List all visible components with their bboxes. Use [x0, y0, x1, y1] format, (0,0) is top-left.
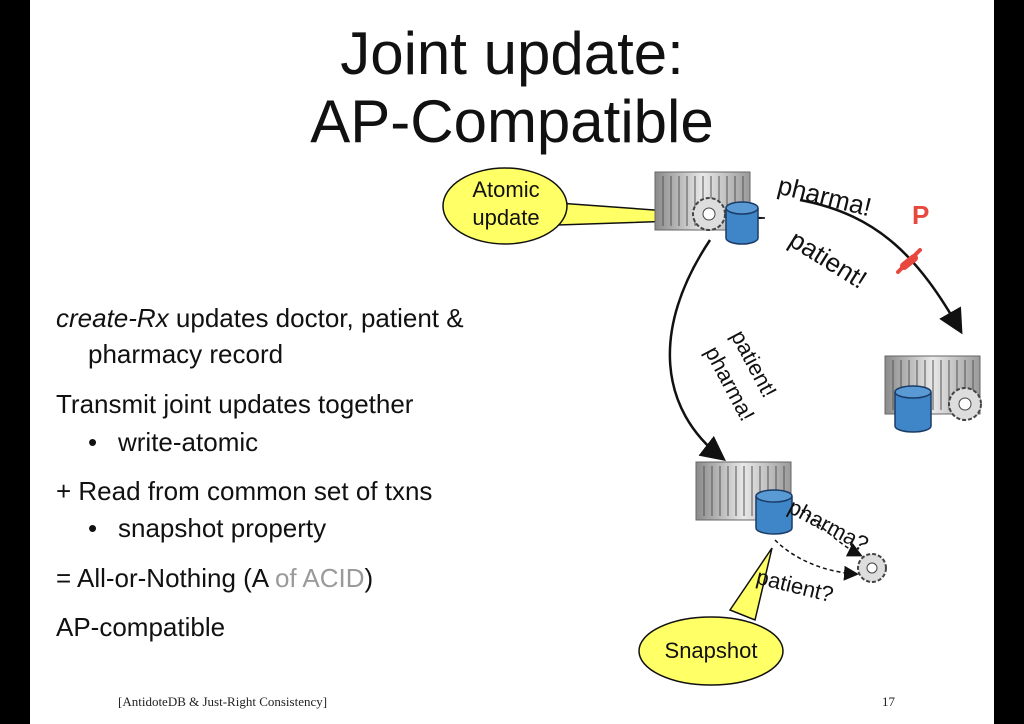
body-line-1: create-Rx updates doctor, patient &: [56, 303, 464, 334]
bullet-write-atomic: write-atomic: [118, 427, 259, 457]
server-top: [654, 171, 751, 231]
bullet-snapshot: snapshot property: [118, 513, 327, 543]
arrow-top-to-bottom: [668, 239, 726, 462]
body-line-5: AP-compatible: [56, 612, 226, 642]
page-number: 17: [882, 694, 895, 709]
body-line-4-pre: = All-or-Nothing (A: [56, 563, 275, 593]
slide-title-line2: AP-Compatible: [310, 88, 714, 155]
database-icon-top: [725, 201, 759, 245]
database-icon-bottom: [755, 489, 793, 535]
partition-label: P: [912, 200, 930, 230]
body-line-1-cont: pharmacy record: [88, 339, 284, 369]
arrow-top-to-right: [799, 198, 963, 335]
atomic-label-line2: update: [472, 205, 540, 230]
diagram: [442, 167, 982, 686]
atomic-callout-bubble: [442, 167, 568, 245]
bullet-marker-2: •: [88, 513, 98, 543]
atomic-label: Atomic update: [458, 176, 554, 232]
slide-canvas: Joint update: AP-Compatible: [30, 0, 994, 724]
dashed-arrow-patient: [774, 539, 859, 581]
body-line-2: Transmit joint updates together: [56, 389, 414, 419]
snapshot-callout-bubble: [638, 616, 784, 686]
body-line-1-rest: updates doctor, patient &: [168, 303, 464, 333]
body-line-4-muted: of ACID: [274, 563, 365, 593]
body-line-4: = All-or-Nothing (A of ACID): [56, 563, 373, 594]
snapshot-label: Snapshot: [664, 638, 758, 663]
gear-icon-bottom: [857, 553, 887, 583]
bullet-marker-1: •: [88, 427, 98, 457]
body-line-3: + Read from common set of txns: [56, 476, 433, 506]
partition-marker: [896, 248, 922, 274]
slide-title-line1: Joint update:: [340, 20, 684, 87]
body-line-4-post: ): [364, 563, 374, 593]
create-rx-text: create-Rx: [56, 303, 169, 333]
snapshot-callout-pointer: [728, 547, 773, 622]
dashed-arrow-pharma: [801, 509, 863, 557]
footer-citation: [AntidoteDB & Just-Right Consistency]: [118, 694, 328, 709]
database-icon-right: [894, 385, 932, 433]
atomic-label-line1: Atomic: [472, 177, 540, 202]
